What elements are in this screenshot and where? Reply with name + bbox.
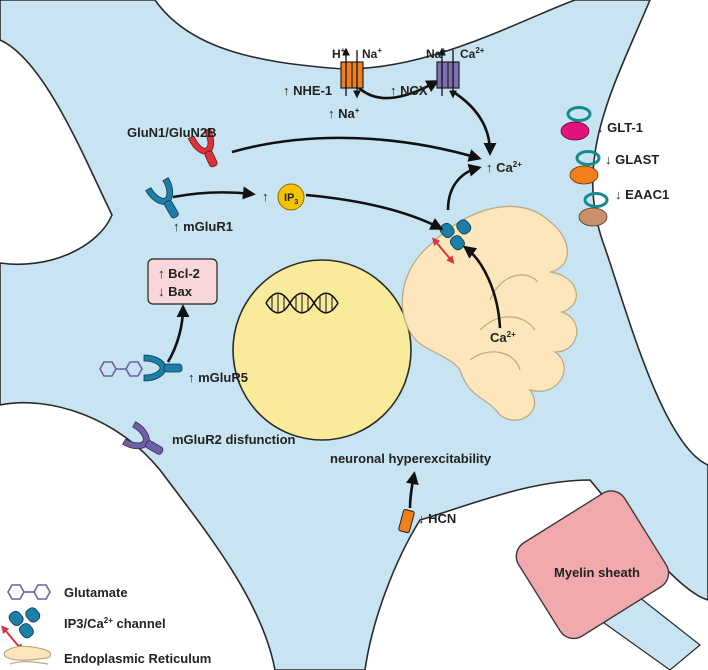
ncx-exchanger	[436, 47, 460, 99]
glt1-transporter	[560, 106, 592, 141]
arrow-glun-to-ca	[231, 136, 482, 162]
na-ion-label-out: Na+	[362, 46, 382, 61]
ip3-ca-channel	[432, 219, 472, 264]
arrow-mglur1-to-ip3	[172, 186, 256, 200]
ca-er-label: Ca2+	[490, 330, 516, 345]
mglur1-receptor	[145, 177, 179, 219]
arrow-nhe-to-ncx	[357, 80, 440, 100]
glast-transporter	[569, 150, 601, 185]
myelin-sheath: Myelin sheath	[515, 490, 701, 670]
ip3-up-arrow: ↑	[262, 189, 269, 204]
eaac1-transporter	[578, 192, 609, 227]
signal-arrows	[166, 80, 502, 509]
nhe1-exchanger	[340, 47, 364, 99]
myelin-sheath-label: Myelin sheath	[554, 565, 640, 580]
glun-label: GluN1/GluN2B	[127, 125, 217, 140]
glun-receptor	[187, 127, 218, 168]
nhe1-label: ↑ NHE-1	[283, 83, 332, 98]
arrow-er-ca-to-channel	[462, 245, 502, 329]
bcl2-bax-box	[147, 258, 218, 305]
mglur2-receptor	[122, 421, 164, 455]
myelin-sheath-shape	[515, 490, 670, 640]
legend-channel-icon	[1, 607, 41, 652]
eaac1-label: ↓ EAAC1	[615, 187, 669, 202]
arrow-ncx-to-ca	[454, 91, 497, 156]
nucleus	[232, 259, 412, 441]
legend-glutamate-icon	[7, 584, 51, 600]
arrow-hcn-to-hyperexcitability	[405, 471, 419, 509]
ip3-circle	[277, 183, 305, 211]
bax-label: ↓ Bax	[158, 284, 193, 299]
mglur2-label: mGluR2 disfunction	[172, 432, 296, 447]
ncx-label: ↑ NCX	[390, 83, 428, 98]
hcn-channel	[398, 509, 415, 534]
legend-er-icon	[3, 645, 52, 665]
mglur5-label: ↑ mGluR5	[188, 370, 248, 385]
glast-label: ↓ GLAST	[605, 152, 659, 167]
glt1-label: ↓ GLT-1	[597, 120, 643, 135]
glutamate-icon	[99, 361, 143, 377]
arrow-ip3-to-channel	[305, 193, 444, 230]
mglur5-receptor	[143, 354, 183, 382]
h-ion-label: H+	[332, 46, 346, 61]
ip3-label: IP3	[284, 192, 298, 206]
ca-ion-label-ncx: Ca2+	[460, 46, 485, 61]
hcn-label: ↓ HCN	[418, 511, 456, 526]
hyperexcitability-label: neuronal hyperexcitability	[330, 451, 492, 466]
legend-channel-label: IP3/Ca2+ channel	[64, 616, 166, 631]
bcl2-label: ↑ Bcl-2	[158, 266, 200, 281]
na-ion-label-ncx: Na+	[426, 46, 446, 61]
legend-glutamate-label: Glutamate	[64, 585, 128, 600]
na-ion-label-in: ↑ Na+	[328, 106, 360, 121]
arrow-channel-to-ca	[446, 163, 482, 211]
dna-helix-icon	[265, 292, 339, 314]
arrow-mglur5-to-bcl	[166, 304, 190, 363]
legend: Glutamate IP3/Ca2+ channel Endoplasmic R…	[1, 584, 211, 666]
legend-er-label: Endoplasmic Reticulum	[64, 651, 211, 666]
mglur1-label: ↑ mGluR1	[173, 219, 233, 234]
